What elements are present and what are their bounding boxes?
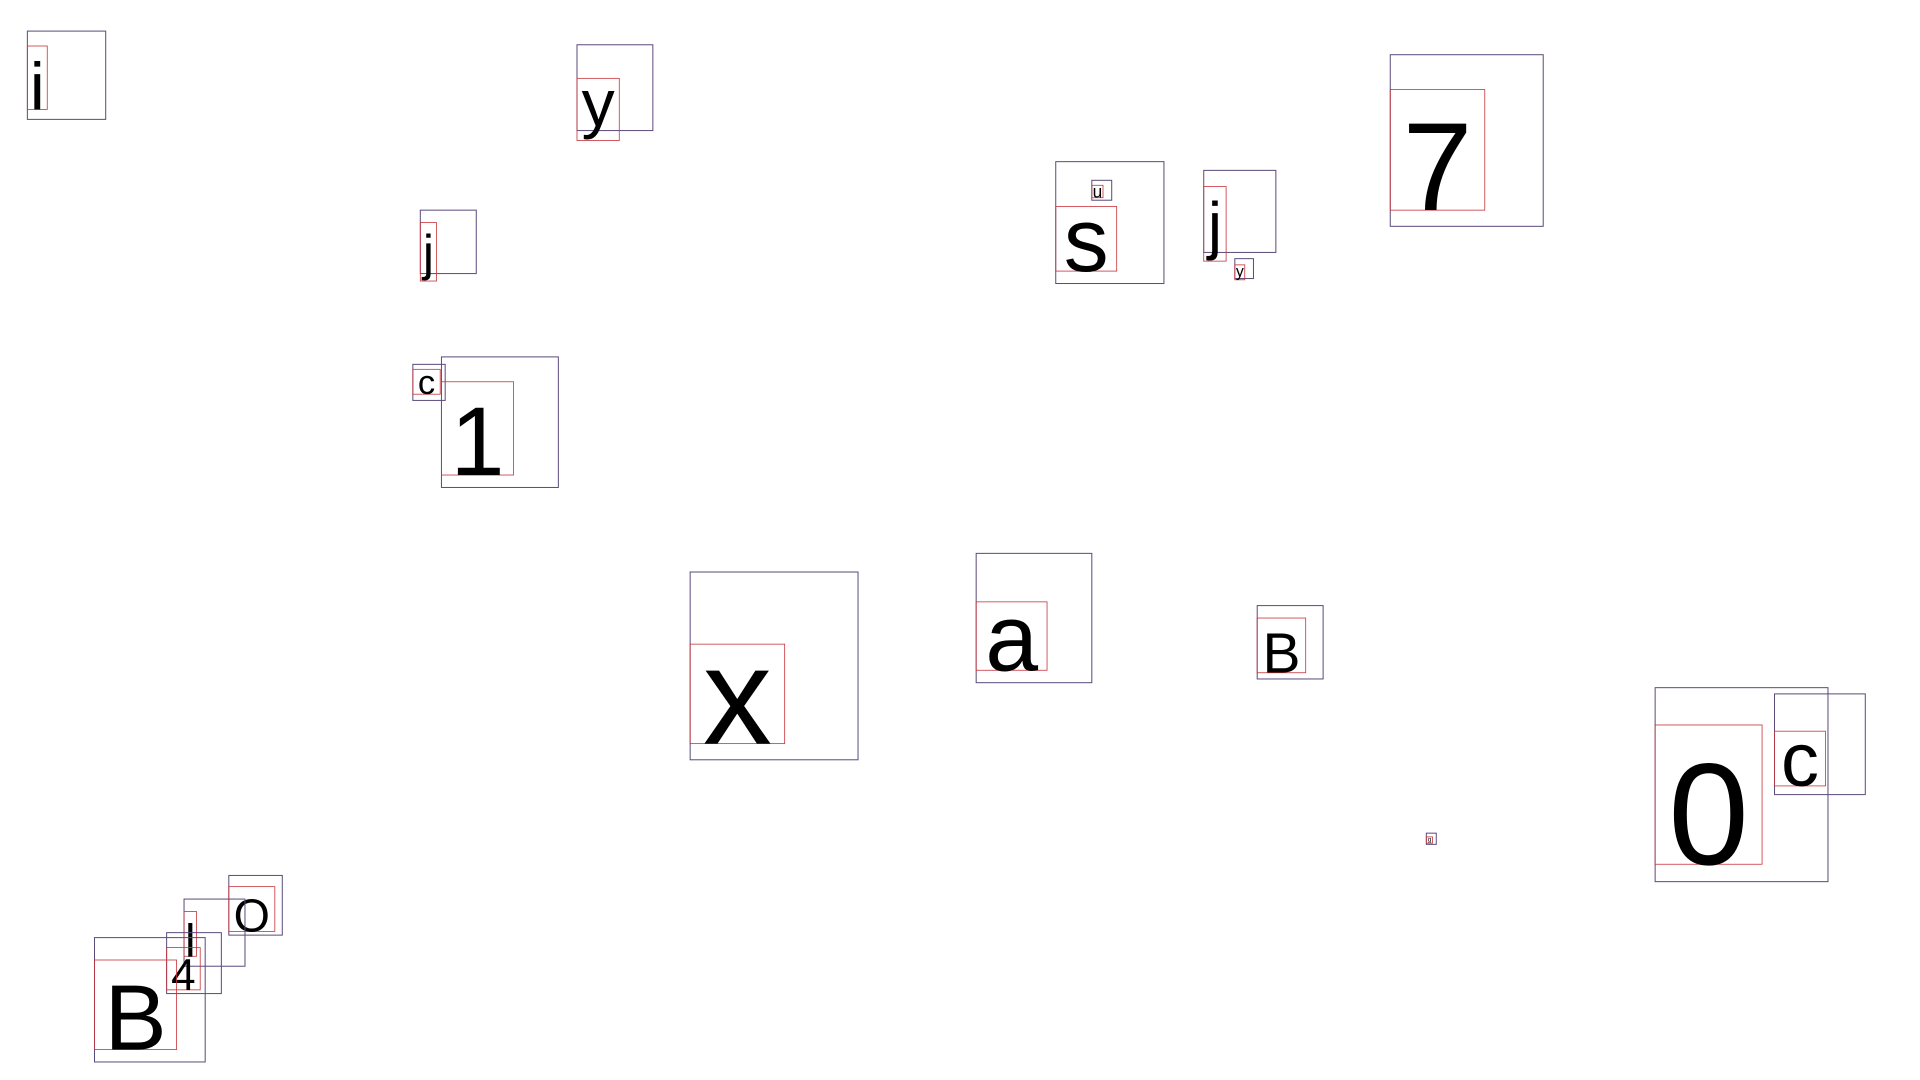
glyph-bounding-box: [975, 601, 1048, 671]
glyph-j-1: j: [419, 209, 477, 282]
glyph-character: s: [1064, 191, 1109, 291]
glyph-character: c: [1781, 718, 1819, 803]
glyph-zero: 0: [1654, 687, 1829, 895]
glyph-character: O: [234, 889, 270, 941]
glyph-bounding-box: [419, 222, 437, 282]
glyph-y-1: y: [576, 44, 654, 141]
glyph-character: x: [703, 620, 772, 774]
glyph-bounding-box: [1389, 89, 1486, 211]
glyph-character: a: [985, 585, 1038, 691]
glyph-o-1: O: [228, 874, 283, 941]
glyph-bounding-box: [1425, 836, 1433, 844]
glyph-s-1: s: [1055, 161, 1165, 291]
glyph-character: 7: [1403, 96, 1473, 237]
glyph-character: u: [1093, 182, 1103, 202]
glyph-bounding-box: [441, 381, 514, 476]
glyph-bounding-box: [1774, 730, 1826, 787]
glyph-four: 4: [166, 932, 222, 1000]
glyph-u-small: u: [1091, 179, 1113, 202]
glyph-x-1: x: [689, 571, 859, 774]
glyph-bounding-box: [166, 947, 201, 991]
glyph-bounding-box: [94, 959, 177, 1050]
glyph-character: y: [582, 67, 615, 141]
glyph-y-small: y: [1234, 258, 1254, 281]
glyph-bounding-box: [412, 368, 441, 395]
glyph-a-1: a: [975, 552, 1093, 691]
glyph-bounding-box: [689, 643, 786, 745]
glyph-character: j: [1206, 189, 1222, 261]
glyph-c-2: c: [1774, 693, 1866, 803]
glyph-bounding-box: [1055, 206, 1118, 272]
glyph-character: i: [30, 50, 45, 124]
glyph-character: l: [185, 914, 195, 966]
glyph-character: c: [418, 364, 435, 402]
glyph-character: y: [1236, 263, 1244, 280]
glyph-bounding-box: [1654, 724, 1763, 865]
glyph-bounding-box: [26, 45, 48, 110]
glyph-bounding-box: [1256, 617, 1307, 674]
glyph-character: 4: [171, 951, 196, 1000]
glyph-b-upper: B: [1256, 605, 1324, 686]
glyph-character: B: [1262, 622, 1300, 686]
glyph-character: 1: [450, 387, 504, 496]
glyph-character: 0: [1668, 733, 1749, 895]
glyph-i-1: i: [26, 30, 107, 124]
glyph-seven: 7: [1389, 54, 1544, 237]
glyph-bounding-box: [1203, 186, 1227, 262]
glyph-tiny: g: [1425, 832, 1437, 845]
glyph-bounding-box: [228, 886, 276, 932]
glyph-bounding-box: [1234, 264, 1246, 281]
glyph-character: j: [421, 225, 434, 281]
glyph-bounding-box: [1091, 184, 1104, 199]
glyph-bounding-box: [576, 77, 620, 141]
glyph-bounding-box: [183, 911, 197, 957]
glyph-b-large: B: [94, 937, 206, 1070]
glyph-j-2: j: [1203, 169, 1277, 262]
glyph-character: B: [104, 966, 166, 1070]
glyph-one: 1: [440, 356, 559, 496]
glyph-character: g: [1428, 837, 1432, 844]
glyph-c-small: c: [412, 363, 446, 402]
